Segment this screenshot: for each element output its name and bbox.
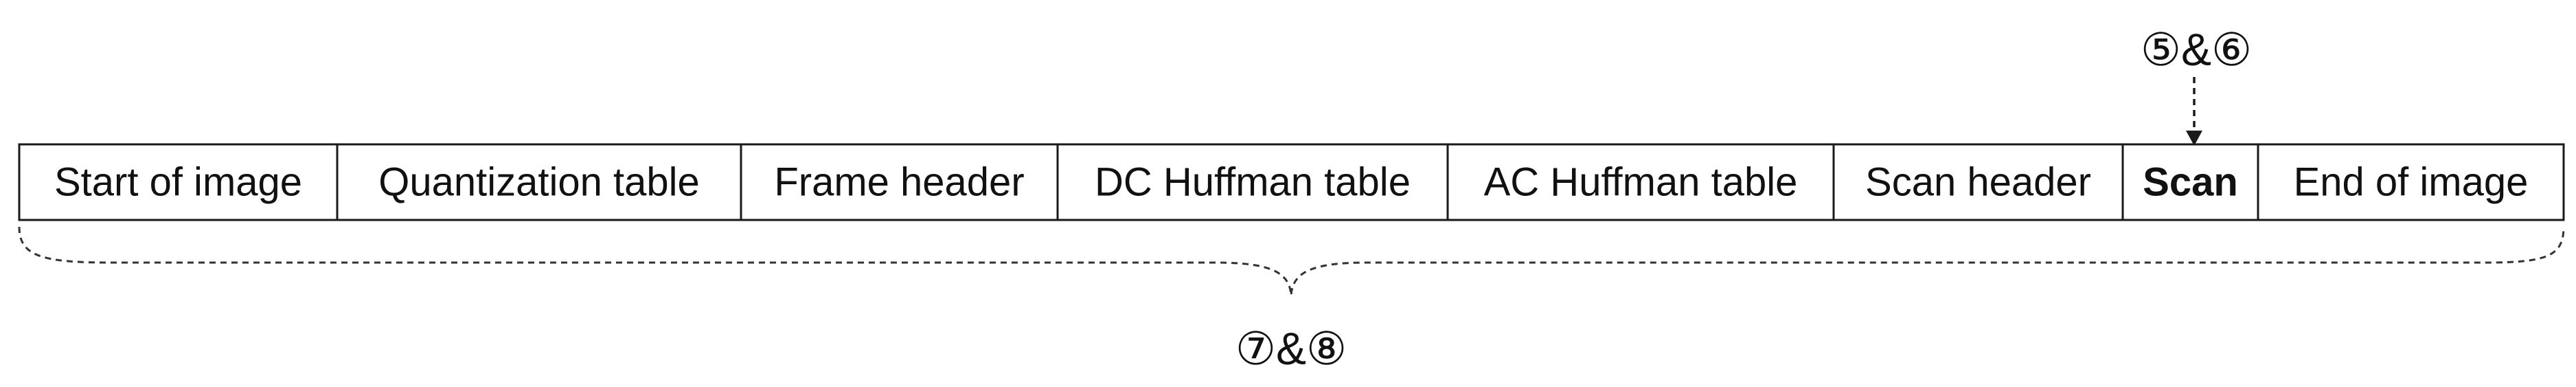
segment-box-scan <box>2121 143 2259 221</box>
segment-label-quantization-table: Quantization table <box>378 160 700 205</box>
segment-box-start-of-image <box>18 143 339 221</box>
segment-label-end-of-image: End of image <box>2294 160 2529 205</box>
segment-label-dc-huffman-table: DC Huffman table <box>1095 160 1411 205</box>
segment-row: Start of image Quantization table Frame he… <box>18 143 2565 221</box>
file-span-brace <box>18 226 2565 296</box>
scan-annotation: ⑤&⑥ <box>2141 24 2252 75</box>
segment-box-scan-header <box>1832 143 2124 221</box>
segment-label-frame-header: Frame header <box>774 160 1024 205</box>
segment-box-quantization-table <box>336 143 742 221</box>
file-annotation: ⑦&⑧ <box>1235 323 1347 374</box>
segment-box-end-of-image <box>2257 143 2565 221</box>
segment-box-frame-header <box>740 143 1059 221</box>
segment-label-scan-header: Scan header <box>1865 160 2091 205</box>
segment-label-start-of-image: Start of image <box>54 160 302 205</box>
segment-box-ac-huffman-table <box>1446 143 1835 221</box>
segment-label-ac-huffman-table: AC Huffman table <box>1484 160 1798 205</box>
segment-label-scan: Scan <box>2143 160 2238 205</box>
scan-annotation-arrowhead <box>2186 131 2202 146</box>
